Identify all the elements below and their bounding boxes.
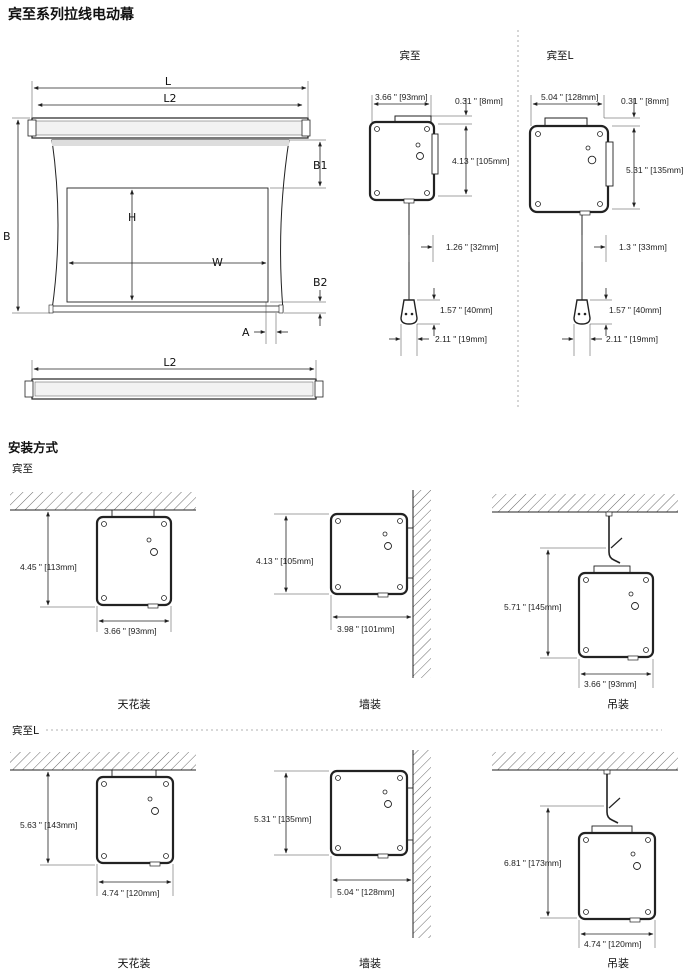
L-ceiling-h: 5.63 " [143mm] xyxy=(20,820,77,830)
label-L2: L2 xyxy=(163,92,176,105)
screen-housing-view: L2 xyxy=(24,356,324,400)
install-std-ceiling: 4.45 " [113mm] 3.66 " [93mm] 天花装 xyxy=(10,492,196,711)
std-wall-w: 3.98 " [101mm] xyxy=(337,624,394,634)
L-hang-h: 6.81 " [173mm] xyxy=(504,858,561,868)
screen-front-view: L L2 B B1 B2 H W A xyxy=(3,75,328,344)
model-L-name: 宾至L xyxy=(547,49,574,62)
std-ceiling-w: 3.66 " [93mm] xyxy=(104,626,157,636)
model-std-name: 宾至 xyxy=(400,49,421,62)
install-L-wall: 5.31 " [135mm] 5.04 " [128mm] 墙装 xyxy=(254,750,431,970)
install-L-hang: 6.81 " [173mm] 4.74 " [120mm] 吊装 xyxy=(492,752,678,970)
L-dim-width: 5.04 " [128mm] xyxy=(541,92,598,102)
std-wall-h: 4.13 " [105mm] xyxy=(256,556,313,566)
std-ceiling-caption: 天花装 xyxy=(118,698,151,711)
install-std-label: 宾至 xyxy=(12,462,33,475)
std-wall-caption: 墙装 xyxy=(359,697,381,711)
install-std-wall: 4.13 " [105mm] 3.98 " [101mm] 墙装 xyxy=(256,490,431,711)
page-title: 宾至系列拉线电动幕 xyxy=(8,6,135,23)
std-dim-cord: 1.26 " [32mm] xyxy=(446,242,499,252)
L-wall-h: 5.31 " [135mm] xyxy=(254,814,311,824)
std-dim-top: 0.31 " [8mm] xyxy=(455,96,503,106)
std-dim-height: 4.13 " [105mm] xyxy=(452,156,509,166)
std-hang-caption: 吊装 xyxy=(607,698,629,711)
L-dim-height: 5.31 " [135mm] xyxy=(626,165,683,175)
install-L-label: 宾至L xyxy=(12,724,39,737)
install-std-hang: 5.71 " [145mm] 3.66 " [93mm] 吊装 xyxy=(492,494,678,711)
motor-std-view: 宾至 3.66 " [93mm] 0.31 " [8mm] 4.13 " [10… xyxy=(368,49,509,356)
std-hang-h: 5.71 " [145mm] xyxy=(504,602,561,612)
std-dim-width: 3.66 " [93mm] xyxy=(375,92,428,102)
label-W: W xyxy=(212,256,223,269)
std-dim-handle-w: 2.11 " [19mm] xyxy=(435,334,487,344)
L-dim-handle-h: 1.57 " [40mm] xyxy=(609,305,662,315)
L-hang-w: 4.74 " [120mm] xyxy=(584,939,641,949)
label-L2-bottom: L2 xyxy=(163,356,176,369)
label-B: B xyxy=(3,230,11,243)
L-dim-handle-w: 2.11 " [19mm] xyxy=(606,334,658,344)
label-A: A xyxy=(242,326,250,339)
motor-L-view: 宾至L 5.04 " [128mm] 0.31 " [8mm] 5.31 " [… xyxy=(528,49,683,356)
L-wall-w: 5.04 " [128mm] xyxy=(337,887,394,897)
label-B1: B1 xyxy=(313,159,328,172)
std-dim-handle-h: 1.57 " [40mm] xyxy=(440,305,493,315)
L-wall-caption: 墙装 xyxy=(359,956,381,970)
L-ceiling-caption: 天花装 xyxy=(118,957,151,970)
std-hang-w: 3.66 " [93mm] xyxy=(584,679,637,689)
L-dim-cord: 1.3 " [33mm] xyxy=(619,242,667,252)
L-dim-top: 0.31 " [8mm] xyxy=(621,96,669,106)
label-B2: B2 xyxy=(313,276,328,289)
std-ceiling-h: 4.45 " [113mm] xyxy=(20,562,77,572)
L-hang-caption: 吊装 xyxy=(607,957,629,970)
label-H: H xyxy=(128,211,136,224)
install-L-ceiling: 5.63 " [143mm] 4.74 " [120mm] 天花装 xyxy=(10,752,196,970)
L-ceiling-w: 4.74 " [120mm] xyxy=(102,888,159,898)
install-title: 安装方式 xyxy=(8,440,59,455)
label-L: L xyxy=(165,75,172,88)
